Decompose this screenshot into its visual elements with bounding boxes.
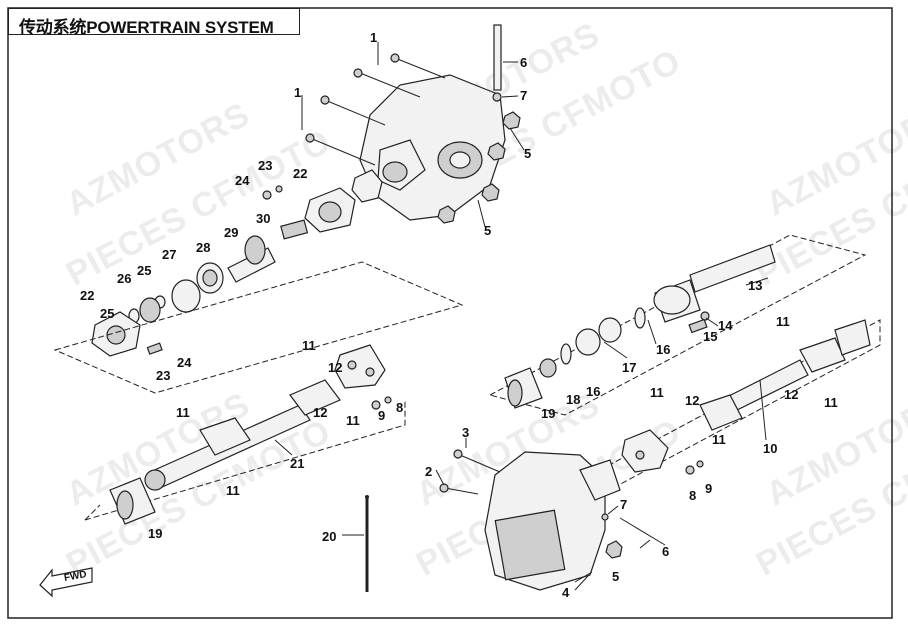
callout-17: 17 (622, 360, 636, 375)
callout-22: 22 (293, 166, 307, 181)
diagram-frame (7, 7, 893, 619)
callout-12: 12 (328, 360, 342, 375)
callout-7: 7 (520, 88, 527, 103)
callout-11: 11 (776, 314, 790, 329)
callout-14: 14 (718, 318, 733, 333)
callout-11: 11 (346, 413, 360, 428)
fwd-direction-arrow (39, 567, 93, 598)
callout-13: 13 (748, 278, 762, 293)
callout-30: 30 (256, 211, 270, 226)
callout-2: 2 (425, 464, 432, 479)
pinion-shaft-assembly (91, 235, 276, 357)
callout-6: 6 (662, 544, 669, 559)
callout-8: 8 (689, 488, 696, 503)
callout-8: 8 (396, 400, 403, 415)
title-box: 传动系统POWERTRAIN SYSTEM (8, 8, 300, 37)
callout-1: 1 (294, 85, 301, 100)
callout-9: 9 (705, 481, 712, 496)
callout-3: 3 (462, 425, 469, 440)
callout-11: 11 (824, 395, 838, 410)
callout-24: 24 (177, 355, 192, 370)
callout-19: 19 (148, 526, 162, 541)
callout-labels: 1 1 2 3 4 5 5 5 6 6 7 7 8 8 9 9 10 11 11… (80, 30, 838, 600)
callout-29: 29 (224, 225, 238, 240)
callout-23: 23 (258, 158, 272, 173)
group-outline-upper-left (53, 261, 464, 394)
rear-output-shaft (504, 244, 776, 409)
rear-differential-housing (439, 449, 666, 591)
callout-6: 6 (520, 55, 527, 70)
rear-propeller-shaft (621, 319, 871, 475)
callout-24: 24 (235, 173, 250, 188)
callout-21: 21 (290, 456, 304, 471)
page-title: 传动系统POWERTRAIN SYSTEM (19, 18, 274, 37)
callout-10: 10 (763, 441, 777, 456)
callout-12: 12 (313, 405, 327, 420)
leader-lines (274, 42, 769, 591)
callout-15: 15 (703, 329, 717, 344)
callout-5: 5 (612, 569, 619, 584)
callout-12: 12 (784, 387, 798, 402)
housing-nuts (437, 111, 521, 224)
housing-bolts (305, 53, 446, 166)
callout-1: 1 (370, 30, 377, 45)
callout-11: 11 (226, 483, 240, 498)
callout-4: 4 (562, 585, 570, 600)
group-outline-upper-right (488, 234, 867, 416)
callout-26: 26 (117, 271, 131, 286)
callout-20: 20 (322, 529, 336, 544)
callout-7: 7 (620, 497, 627, 512)
front-differential-housing (359, 74, 506, 221)
breather-tube-top (492, 24, 502, 102)
callout-28: 28 (196, 240, 210, 255)
callout-23: 23 (156, 368, 170, 383)
callout-27: 27 (162, 247, 176, 262)
output-flange-top (262, 169, 383, 240)
callout-25: 25 (137, 263, 151, 278)
group-outline-lower-left (84, 400, 406, 521)
callout-19: 19 (541, 406, 555, 421)
callout-11: 11 (712, 432, 726, 447)
callout-16: 16 (586, 384, 600, 399)
callout-18: 18 (566, 392, 580, 407)
callout-5: 5 (484, 223, 491, 238)
front-propeller-shaft (109, 344, 392, 525)
callout-22: 22 (80, 288, 94, 303)
callout-11: 11 (650, 385, 664, 400)
callout-16: 16 (656, 342, 670, 357)
callout-5: 5 (524, 146, 531, 161)
callout-12: 12 (685, 393, 699, 408)
callout-9: 9 (378, 408, 385, 423)
callout-11: 11 (176, 405, 190, 420)
callout-11: 11 (302, 338, 316, 353)
callout-25: 25 (100, 306, 114, 321)
